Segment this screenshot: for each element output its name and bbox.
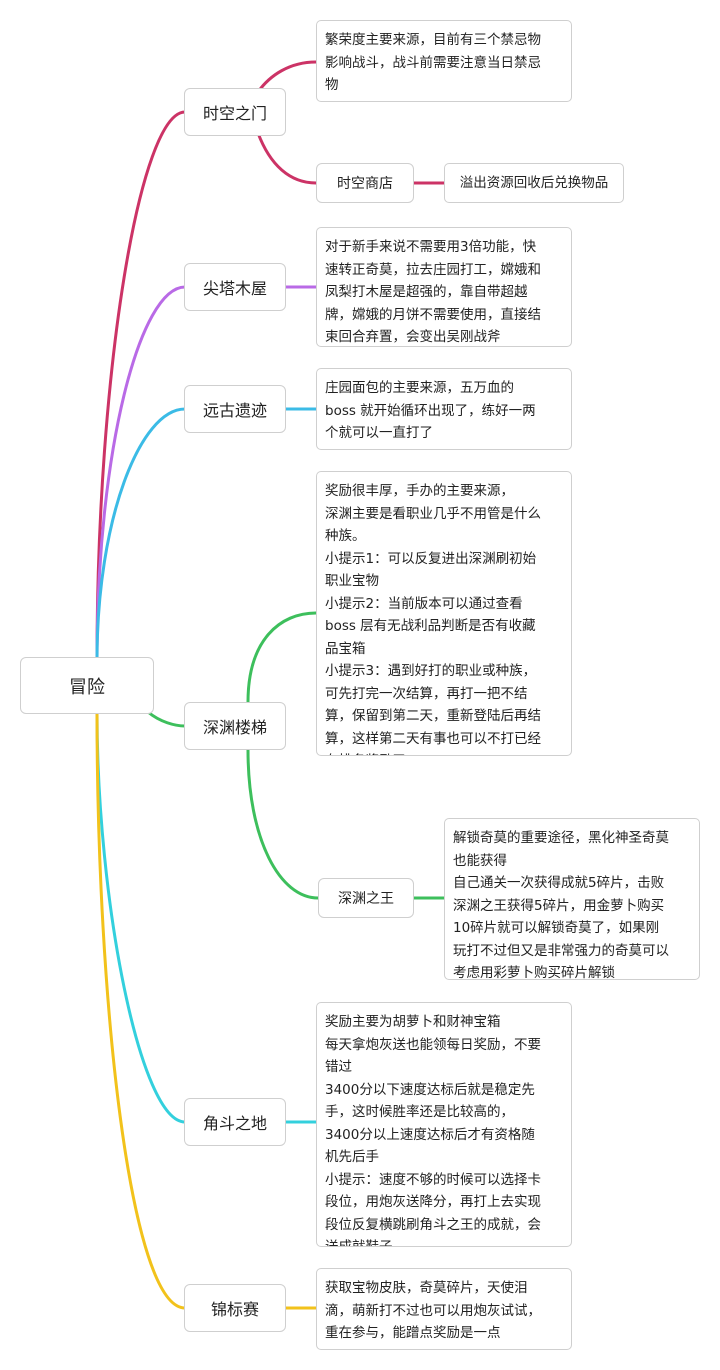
branch-label: 远古遗迹 xyxy=(202,401,267,420)
branch-label: 角斗之地 xyxy=(202,1114,267,1133)
subnode-shenyuan-zhiwang[interactable]: 深渊之王 xyxy=(318,878,414,918)
edge-root-b6 xyxy=(95,710,187,1310)
branch-label: 锦标赛 xyxy=(210,1300,259,1319)
branch-node-jianta-muwu[interactable]: 尖塔木屋 xyxy=(184,263,286,311)
edge-root-b4 xyxy=(146,710,187,728)
branch-node-shikong-zhimen[interactable]: 时空之门 xyxy=(184,88,286,136)
branch-label: 尖塔木屋 xyxy=(202,279,267,298)
note-shenyuan-zhiwang: 解锁奇莫的重要途径，黑化神圣奇莫 也能获得 自己通关一次获得成就5碎片，击败 深… xyxy=(444,818,700,980)
edge-root-b5 xyxy=(95,710,187,1124)
note-shikong-shangdian: 溢出资源回收后兑换物品 xyxy=(444,163,624,203)
note-yuangu-yiji: 庄园面包的主要来源，五万血的 boss 就开始循环出现了，练好一两 个就可以一直… xyxy=(316,368,572,450)
branch-node-jinbiaosai[interactable]: 锦标赛 xyxy=(184,1284,286,1332)
note-shenyuan-louti: 奖励很丰厚，手办的主要来源， 深渊主要是看职业几乎不用管是什么 种族。 小提示1… xyxy=(316,471,572,756)
subnode-label: 深渊之王 xyxy=(338,891,394,907)
edge-b1-sub xyxy=(256,131,318,185)
branch-label: 时空之门 xyxy=(202,104,267,123)
edge-b4-sub xyxy=(246,748,320,900)
branch-node-yuangu-yiji[interactable]: 远古遗迹 xyxy=(184,385,286,433)
branch-label: 深渊楼梯 xyxy=(202,718,267,737)
subnode-shikong-shangdian[interactable]: 时空商店 xyxy=(316,163,414,203)
note-shikong-zhimen: 繁荣度主要来源，目前有三个禁忌物 影响战斗，战斗前需要注意当日禁忌 物 xyxy=(316,20,572,102)
note-jiaodou-zhidi: 奖励主要为胡萝卜和财神宝箱 每天拿炮灰送也能领每日奖励，不要 错过 3400分以… xyxy=(316,1002,572,1247)
root-node[interactable]: 冒险 xyxy=(20,657,154,714)
branch-node-jiaodou-zhidi[interactable]: 角斗之地 xyxy=(184,1098,286,1146)
edge-b1-note xyxy=(256,60,318,94)
branch-node-shenyuan-louti[interactable]: 深渊楼梯 xyxy=(184,702,286,750)
note-jinbiaosai: 获取宝物皮肤，奇莫碎片，天使泪 滴，萌新打不过也可以用炮灰试试， 重在参与，能蹭… xyxy=(316,1268,572,1350)
edge-root-b1 xyxy=(95,110,187,662)
edge-root-b3 xyxy=(95,407,187,662)
note-jianta-muwu: 对于新手来说不需要用3倍功能，快 速转正奇莫，拉去庄园打工，嫦娥和 凤梨打木屋是… xyxy=(316,227,572,347)
subnode-label: 时空商店 xyxy=(337,176,393,192)
edge-root-b2 xyxy=(95,285,187,662)
edge-b4-note xyxy=(246,611,318,704)
root-label: 冒险 xyxy=(69,676,105,698)
